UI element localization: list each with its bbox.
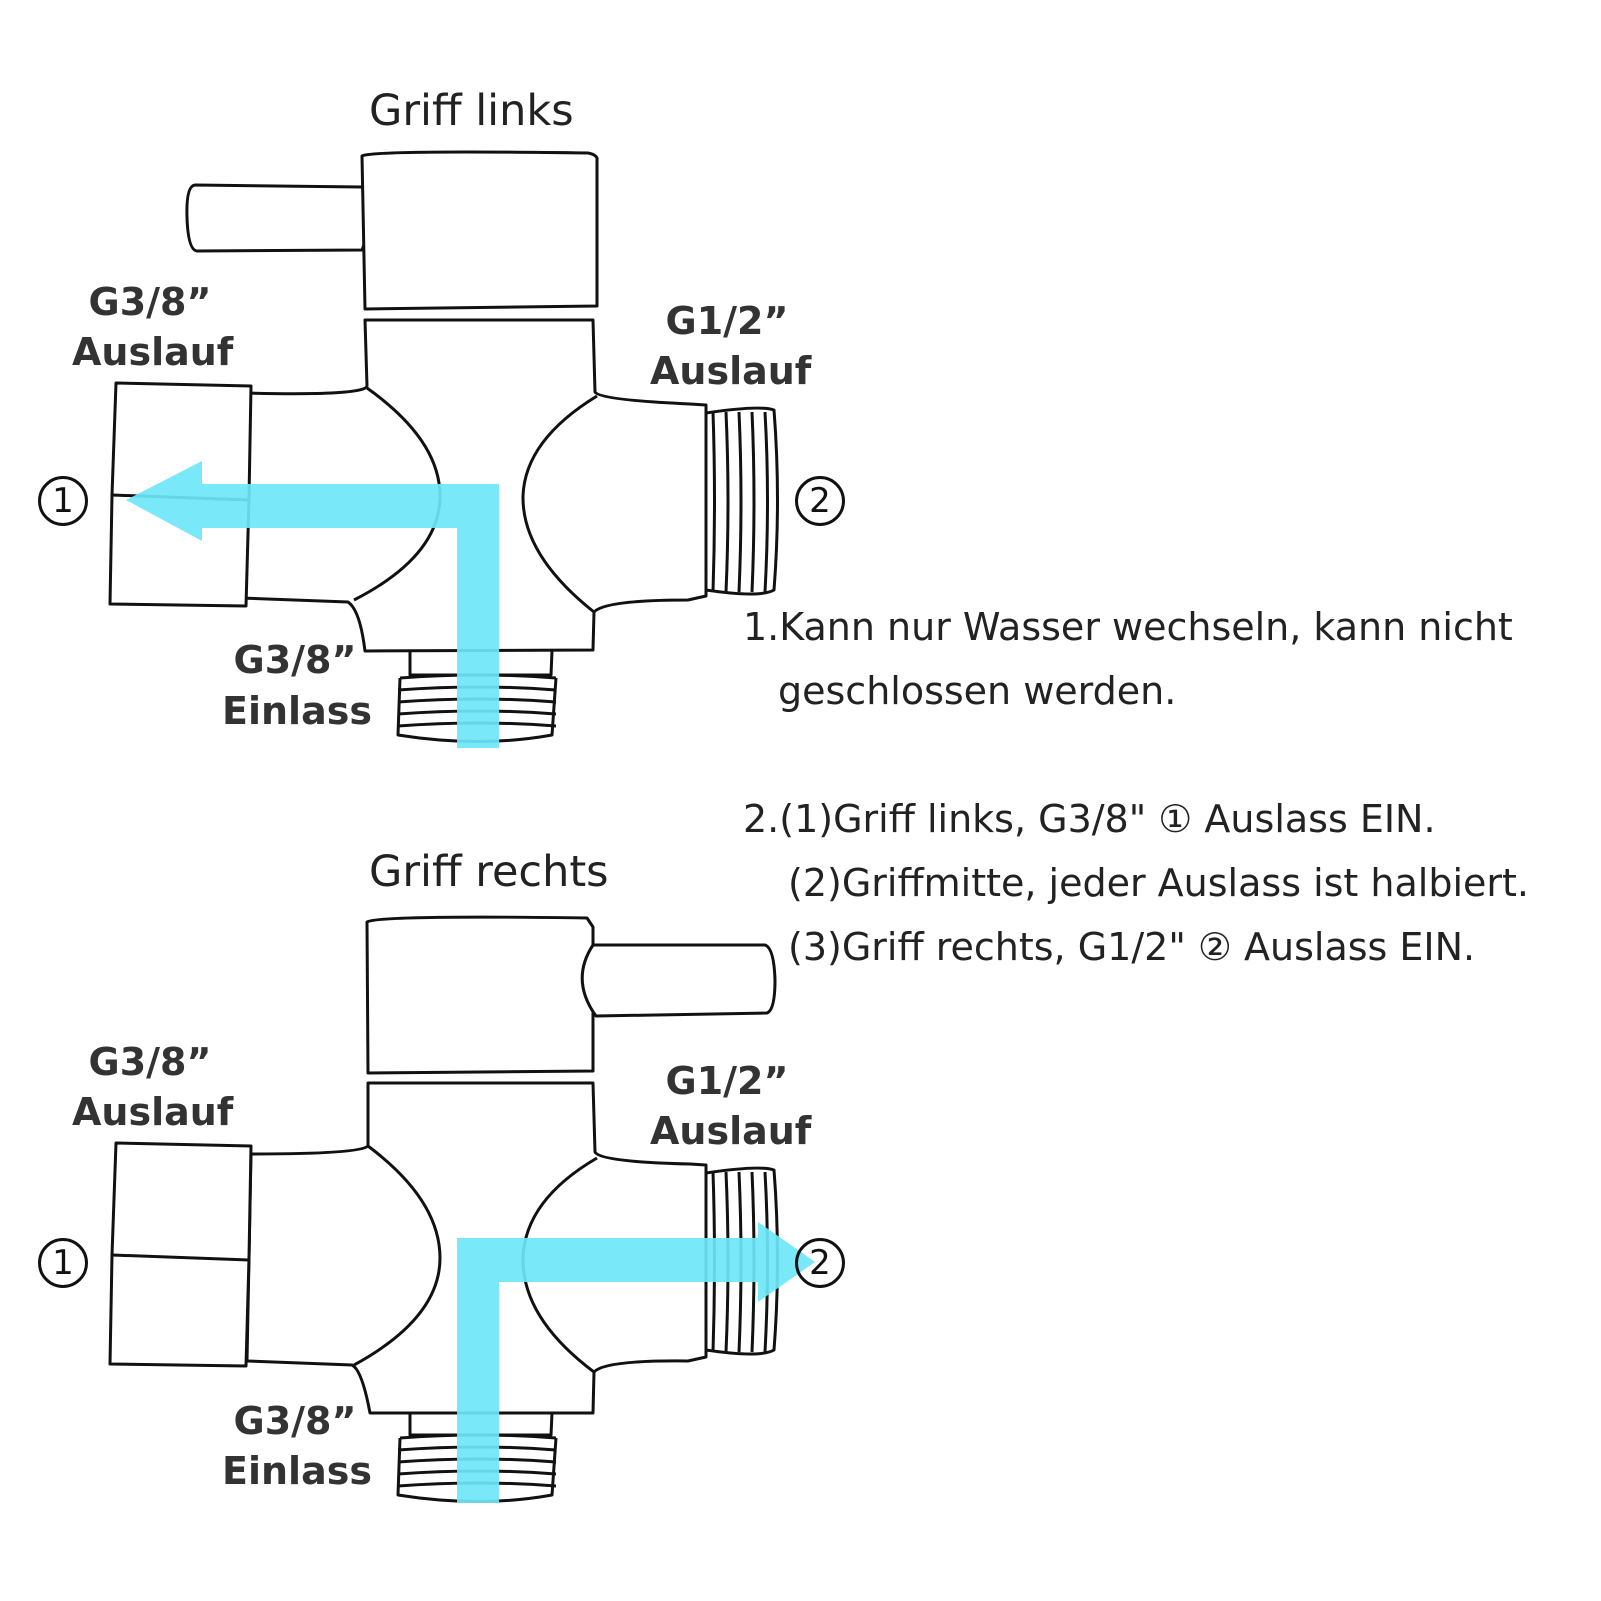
note-2-line-2: (2)Griffmitte, jeder Auslass ist halbier… — [788, 861, 1529, 905]
right-port-size: G1/2” — [665, 1059, 789, 1103]
flow-arrow-bottom — [457, 1222, 815, 1503]
lever-handle-right — [580, 943, 777, 1018]
left-port-size: G3/8” — [88, 1040, 212, 1084]
inlet-name: Einlass — [222, 689, 372, 733]
inlet-name: Einlass — [222, 1449, 372, 1493]
port-number-1: 1 — [38, 1238, 88, 1288]
left-port-name: Auslauf — [72, 330, 234, 374]
inlet-size: G3/8” — [233, 1399, 357, 1443]
right-port-size: G1/2” — [665, 299, 789, 343]
note-2-line-3: (3)Griff rechts, G1/2" ② Auslass EIN. — [788, 925, 1476, 969]
port-number-1: 1 — [38, 476, 88, 526]
diagram-title: Griff rechts — [369, 847, 609, 897]
port-number-2: 2 — [795, 476, 845, 526]
handle-cap — [360, 150, 599, 311]
flow-arrow-top — [126, 461, 499, 748]
left-port-name: Auslauf — [72, 1090, 234, 1134]
note-1-line-1: 1.Kann nur Wasser wechseln, kann nicht — [743, 605, 1513, 649]
port-number-2: 2 — [795, 1238, 845, 1288]
note-1-line-2: geschlossen werden. — [778, 669, 1177, 713]
valve-top — [108, 150, 779, 743]
diagram-title: Griff links — [369, 86, 574, 136]
right-thread — [704, 406, 779, 596]
valve-bottom — [108, 915, 779, 1503]
right-port-name: Auslauf — [650, 1109, 812, 1153]
handle-cap — [365, 915, 595, 1075]
lever-handle-left — [185, 183, 371, 253]
inlet-size: G3/8” — [233, 638, 357, 682]
left-port-size: G3/8” — [88, 280, 212, 324]
right-port-name: Auslauf — [650, 349, 812, 393]
note-2-line-1: 2.(1)Griff links, G3/8" ① Auslass EIN. — [743, 797, 1436, 841]
